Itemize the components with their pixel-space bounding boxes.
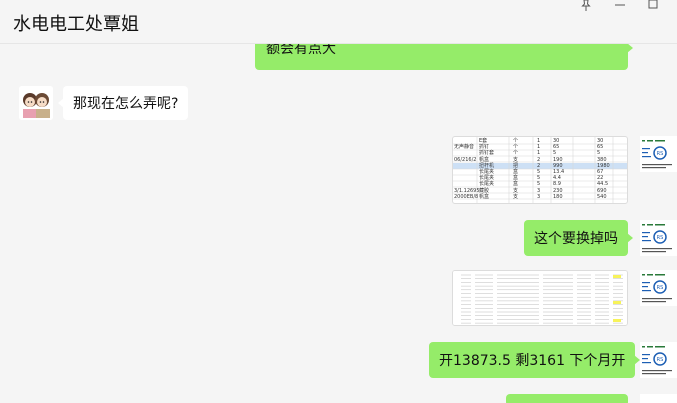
sheet-cell: 180: [553, 193, 563, 200]
sheet-cell: 5: [537, 175, 541, 182]
spreadsheet-dense: [453, 271, 627, 325]
svg-text:RS: RS: [657, 357, 664, 363]
svg-text:RS: RS: [657, 151, 664, 157]
sheet-cell: 抓钉套: [479, 150, 495, 157]
sheet-cell: 8.9: [553, 181, 561, 188]
message-list[interactable]: 额会有点大 那现在怎么弄呢?: [0, 44, 677, 403]
sheet-cell: 1: [537, 144, 541, 151]
sheet-cell: 盒: [513, 175, 519, 182]
sheet-cell: 1: [537, 150, 541, 157]
sheet-cell: 22: [597, 175, 604, 182]
sheet-cell: 5: [537, 169, 541, 175]
my-avatar-partial[interactable]: [640, 394, 677, 403]
maximize-icon[interactable]: [645, 0, 661, 12]
chat-title: 水电电工处覃姐: [13, 14, 139, 35]
sheet-cell: 65: [597, 144, 604, 151]
svg-text:RS: RS: [657, 285, 664, 291]
message-bubble-outgoing[interactable]: 额会有点大: [255, 44, 633, 70]
sheet-cell: 2: [537, 156, 541, 163]
sheet-cell: 个: [513, 138, 519, 144]
sheet-cell: 5: [553, 150, 557, 157]
sheet-cell: 5: [597, 150, 601, 157]
sheet-cell: 540: [597, 193, 607, 200]
message-bubble-outgoing[interactable]: 开13873.5 剩3161 下个月开: [429, 342, 641, 378]
message-bubble-incoming[interactable]: 那现在怎么弄呢?: [57, 86, 189, 120]
sheet-cell: 230: [553, 187, 563, 194]
sheet-cell: 1: [537, 138, 541, 144]
sheet-cell: 3: [537, 193, 541, 200]
sheet-cell: 30: [553, 138, 560, 144]
sheet-cell: 长尾夹: [479, 169, 495, 175]
sheet-cell: 无声静音: [454, 144, 475, 151]
sheet-cell: 1980: [597, 162, 610, 169]
sheet-cell: 06/216/2: [454, 156, 477, 163]
sheet-cell: 盒: [513, 181, 519, 188]
sheet-cell: 支: [513, 193, 519, 200]
message-text: 这个要换掉吗: [534, 231, 618, 247]
sheet-cell: 67: [597, 169, 604, 175]
sheet-cell: 支: [513, 187, 519, 194]
sheet-cell: 支: [513, 156, 519, 163]
sheet-cell: 个: [513, 150, 519, 157]
sheet-cell: 个: [513, 144, 519, 151]
sheet-cell: 380: [597, 156, 607, 163]
message-text: 那现在怎么弄呢?: [73, 96, 179, 112]
sheet-cell: 3: [537, 187, 541, 194]
sheet-cell: 65: [553, 144, 560, 151]
contact-avatar[interactable]: [19, 86, 53, 120]
sheet-cell: 190: [553, 156, 563, 163]
sheet-cell: 帆盒: [479, 156, 490, 163]
sheet-cell: 30: [597, 138, 604, 144]
sheet-cell: 2: [537, 162, 541, 169]
sheet-cell: 44.5: [597, 181, 609, 188]
sheet-cell: 藏胶: [479, 187, 490, 194]
sheet-cell: 990: [553, 162, 563, 169]
my-avatar[interactable]: RS: [640, 136, 677, 172]
sheet-cell: 盒: [513, 169, 519, 175]
title-bar: 水电电工处覃姐: [0, 0, 677, 44]
sheet-cell: 把: [513, 162, 519, 169]
message-bubble-outgoing[interactable]: 这个要换掉吗: [524, 220, 633, 256]
sheet-cell: 3/1.12695: [454, 187, 480, 194]
sheet-cell: 扭杆机: [479, 162, 495, 169]
my-avatar[interactable]: RS: [640, 270, 677, 306]
sheet-cell: 抓钉: [479, 144, 490, 151]
svg-text:RS: RS: [657, 235, 664, 241]
sheet-cell: 4.4: [553, 175, 561, 182]
my-avatar[interactable]: RS: [640, 342, 677, 378]
message-bubble-outgoing-partial[interactable]: [506, 394, 628, 403]
image-message-spreadsheet[interactable]: [452, 270, 628, 326]
sheet-cell: 长尾夹: [479, 181, 495, 188]
message-text: 开13873.5 剩3161 下个月开: [439, 353, 626, 369]
sheet-cell: 5: [537, 181, 541, 188]
sheet-cell: E套: [479, 138, 488, 144]
message-text: 额会有点大: [266, 44, 336, 57]
sheet-cell: 帆盒: [479, 193, 490, 200]
minimize-icon[interactable]: [612, 0, 628, 12]
pin-icon[interactable]: [578, 0, 594, 12]
sheet-cell: 13.4: [553, 169, 565, 175]
my-avatar[interactable]: RS: [640, 220, 677, 256]
spreadsheet-grid: [453, 137, 627, 203]
sheet-cell: 690: [597, 187, 607, 194]
sheet-cell: 2000EB/8: [454, 193, 479, 200]
sheet-cell: 长尾夹: [479, 175, 495, 182]
